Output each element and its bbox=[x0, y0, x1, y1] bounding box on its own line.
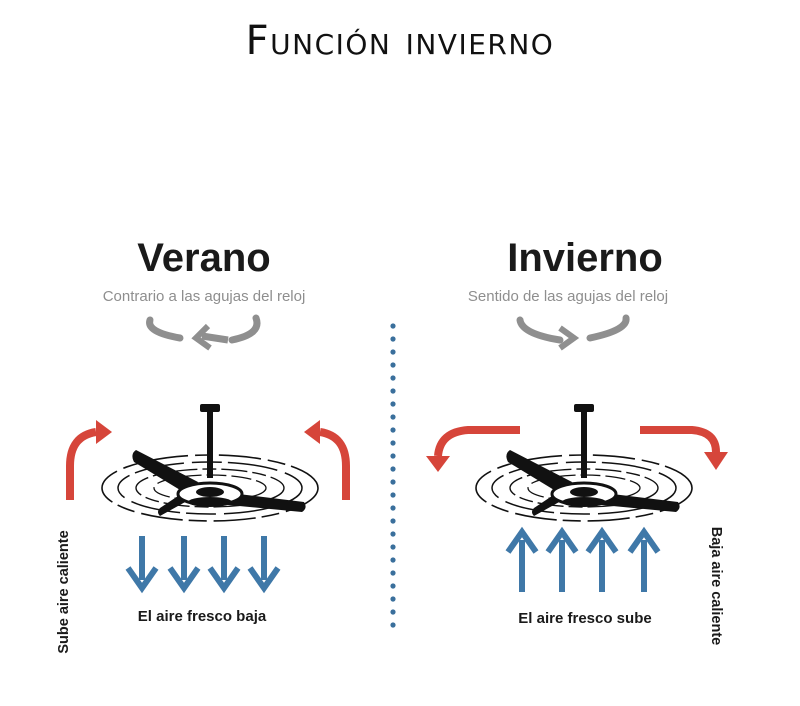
counterclockwise-arrows-icon bbox=[146, 314, 261, 351]
winter-side-label: Baja aire caliente bbox=[708, 526, 724, 646]
warm-air-arrow-right bbox=[640, 426, 728, 470]
cool-air-down-arrows bbox=[128, 536, 278, 588]
winter-rotation-label: Sentido de las agujas del reloj bbox=[467, 288, 669, 305]
summer-rotation-label: Contrario a las agujas del reloj bbox=[102, 288, 306, 305]
dotted-divider bbox=[390, 323, 396, 628]
winter-title: Invierno bbox=[507, 236, 663, 280]
cool-air-up-arrows bbox=[508, 532, 658, 592]
warm-air-arrow-left bbox=[66, 420, 112, 500]
ceiling-fan-icon bbox=[474, 402, 694, 523]
clockwise-arrows-icon bbox=[516, 314, 630, 351]
winter-caption: El aire fresco sube bbox=[518, 610, 652, 627]
summer-title: Verano bbox=[137, 236, 271, 280]
ceiling-fan-icon bbox=[100, 402, 320, 523]
summer-side-label: Sube aire caliente bbox=[56, 530, 72, 654]
summer-caption: El aire fresco baja bbox=[137, 608, 267, 625]
warm-air-arrow-left bbox=[426, 426, 520, 472]
page-title: Función invierno bbox=[245, 18, 555, 64]
warm-air-arrow-right bbox=[304, 420, 350, 500]
